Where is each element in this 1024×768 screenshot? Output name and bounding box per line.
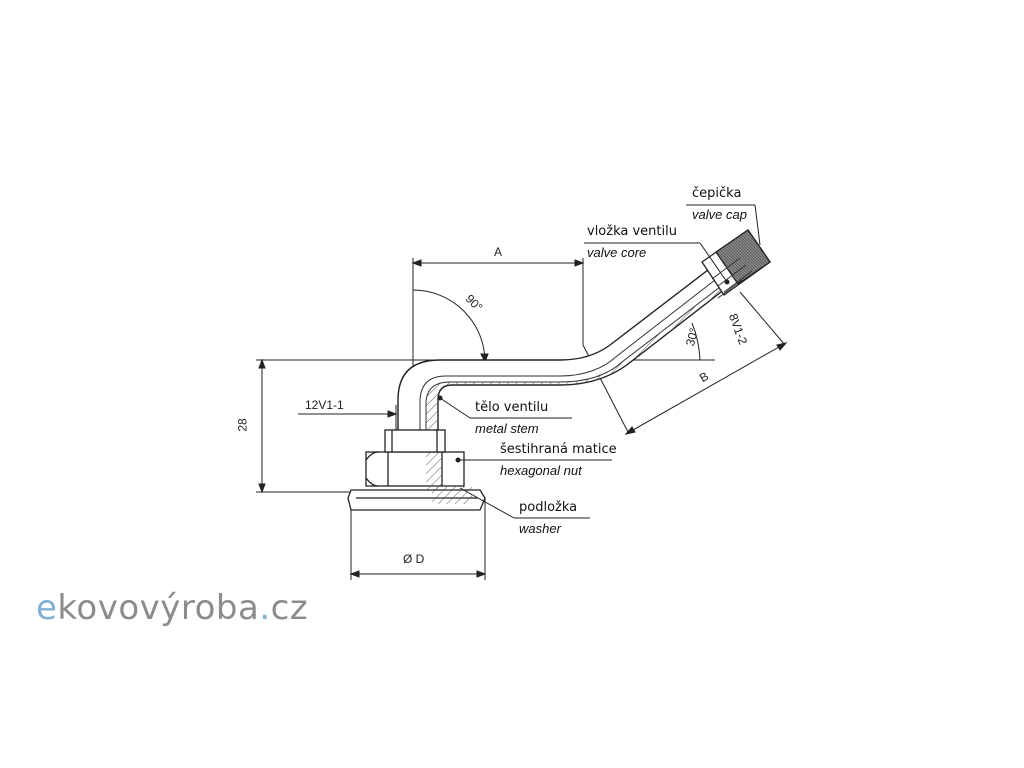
logo-cz: cz: [270, 588, 309, 628]
dim-label-diameter: Ø D: [403, 552, 425, 566]
dim-label-height: 28: [235, 418, 250, 432]
label-stem-en: metal stem: [475, 421, 539, 436]
washer: [347, 429, 486, 511]
label-nut-cz: šestihraná matice: [500, 442, 617, 457]
label-cap-cz: čepička: [692, 186, 742, 201]
label-stem-cz: tělo ventilu: [475, 400, 549, 415]
label-core-cz: vložka ventilu: [587, 224, 677, 239]
site-logo[interactable]: ekovovýroba.cz: [36, 588, 308, 628]
logo-dot: .: [259, 588, 271, 628]
dim-label-thread-base: 12V1-1: [305, 398, 344, 412]
angle-90-arc: [412, 289, 489, 364]
logo-main: kovovýroba: [57, 588, 260, 628]
label-washer-en: washer: [519, 521, 561, 536]
dim-label-a: A: [494, 245, 503, 259]
label-core-en: valve core: [587, 245, 647, 260]
label-washer-cz: podložka: [519, 500, 578, 515]
dimension-diameter: [349, 498, 487, 580]
label-nut-en: hexagonal nut: [500, 463, 582, 478]
valve-stem: [397, 269, 732, 441]
valve-cap: [701, 229, 771, 299]
label-cap-en: valve cap: [692, 207, 747, 222]
logo-e: e: [36, 588, 58, 628]
leader-lines: [437, 204, 761, 519]
